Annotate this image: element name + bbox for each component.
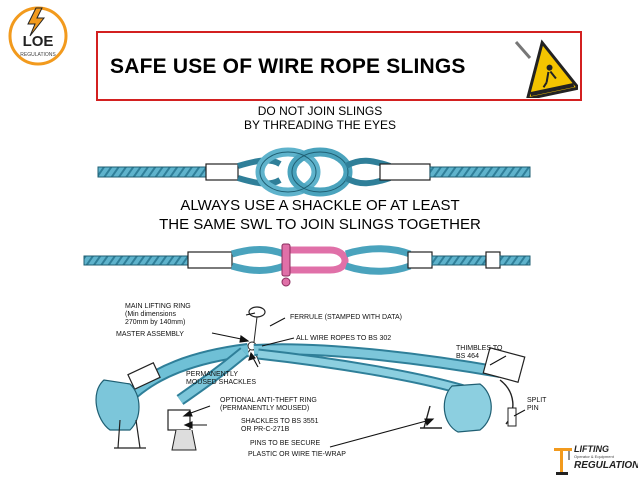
label-split-line1: SPLIT bbox=[527, 397, 547, 404]
label-anti-theft-line2: (PERMANENTLY MOUSED) bbox=[220, 405, 310, 413]
label-main-lifting-ring-line3: 270mm by 140mm) bbox=[125, 319, 186, 327]
label-pins: PINS TO BE SECURE bbox=[250, 440, 321, 447]
master-assembly-drawing bbox=[95, 306, 526, 451]
label-permanently-line1: PERMANENTLY bbox=[186, 371, 238, 378]
ferrule-right-1 bbox=[379, 163, 431, 181]
label-all-wire-ropes: ALL WIRE ROPES TO BS 302 bbox=[296, 335, 392, 342]
warning-sign-icon bbox=[514, 39, 578, 98]
label-anti-theft-line1: OPTIONAL ANTI-THEFT RING bbox=[220, 397, 317, 404]
ferrule-left-2 bbox=[187, 251, 233, 269]
ferrule-left-1 bbox=[205, 163, 239, 181]
label-shackles: SHACKLES TO BS 3551 OR PR-C-271B bbox=[241, 418, 319, 434]
main-lifting-ring bbox=[248, 306, 266, 318]
logo-right-line3: REGULATIONS bbox=[574, 460, 638, 471]
label-main-lifting-ring-line2: (Min dimensions bbox=[125, 311, 176, 319]
label-plastic-tie-wrap: PLASTIC OR WIRE TIE-WRAP bbox=[248, 451, 346, 458]
lifting-regulations-logo: LIFTING Operator & Equipment REGULATIONS bbox=[552, 443, 638, 477]
label-main-lifting-ring: MAIN LIFTING RING (Min dimensions 270mm … bbox=[125, 303, 191, 327]
label-ferrule: FERRULE (STAMPED WITH DATA) bbox=[290, 314, 402, 321]
ferrule-right-2 bbox=[407, 251, 433, 269]
leader-lines bbox=[182, 312, 526, 448]
caption-use-shackle: ALWAYS USE A SHACKLE OF AT LEAST THE SAM… bbox=[130, 197, 510, 235]
label-shackles-line1: SHACKLES TO BS 3551 bbox=[241, 418, 319, 425]
label-permanently-moused: PERMANENTLY MOUSED SHACKLES bbox=[186, 371, 256, 387]
label-shackles-line2: OR PR-C-271B bbox=[241, 426, 290, 434]
page-title: SAFE USE OF WIRE ROPE SLINGS bbox=[110, 55, 466, 78]
label-main-lifting-ring-line1: MAIN LIFTING RING bbox=[125, 303, 191, 310]
caption-use-shackle-line2: THE SAME SWL TO JOIN SLINGS TOGETHER bbox=[159, 215, 481, 233]
logo-left-subtext: REGULATIONS bbox=[20, 52, 56, 58]
label-anti-theft-ring: OPTIONAL ANTI-THEFT RING (PERMANENTLY MO… bbox=[220, 397, 317, 413]
label-permanently-line2: MOUSED SHACKLES bbox=[186, 379, 257, 387]
shackle-icon bbox=[281, 243, 349, 287]
title-box: SAFE USE OF WIRE ROPE SLINGS bbox=[96, 31, 582, 101]
logo-right-line1: LIFTING bbox=[574, 444, 609, 454]
crane-icon bbox=[554, 448, 572, 475]
logo-right-line2: Operator & Equipment bbox=[574, 454, 614, 459]
shackled-slings-drawing bbox=[83, 243, 531, 287]
logo-left-text: LOE bbox=[23, 33, 54, 50]
label-thimbles-line2: BS 464 bbox=[456, 353, 479, 361]
caption-use-shackle-line1: ALWAYS USE A SHACKLE OF AT LEAST bbox=[180, 197, 460, 214]
caption-do-not-join-line1: DO NOT JOIN SLINGS bbox=[257, 104, 383, 118]
caption-do-not-join: DO NOT JOIN SLINGS BY THREADING THE EYES bbox=[200, 104, 440, 133]
label-split-pin: SPLIT PIN bbox=[527, 397, 546, 413]
label-thimbles-line1: THIMBLES TO bbox=[456, 345, 503, 352]
label-thimbles: THIMBLES TO BS 464 bbox=[456, 345, 502, 361]
label-master-assembly: MASTER ASSEMBLY bbox=[116, 331, 184, 338]
threaded-slings-drawing bbox=[97, 147, 531, 197]
caption-do-not-join-line2: BY THREADING THE EYES bbox=[243, 117, 397, 132]
label-split-line2: PIN bbox=[527, 405, 539, 413]
loe-logo: LOE REGULATIONS bbox=[8, 6, 68, 66]
